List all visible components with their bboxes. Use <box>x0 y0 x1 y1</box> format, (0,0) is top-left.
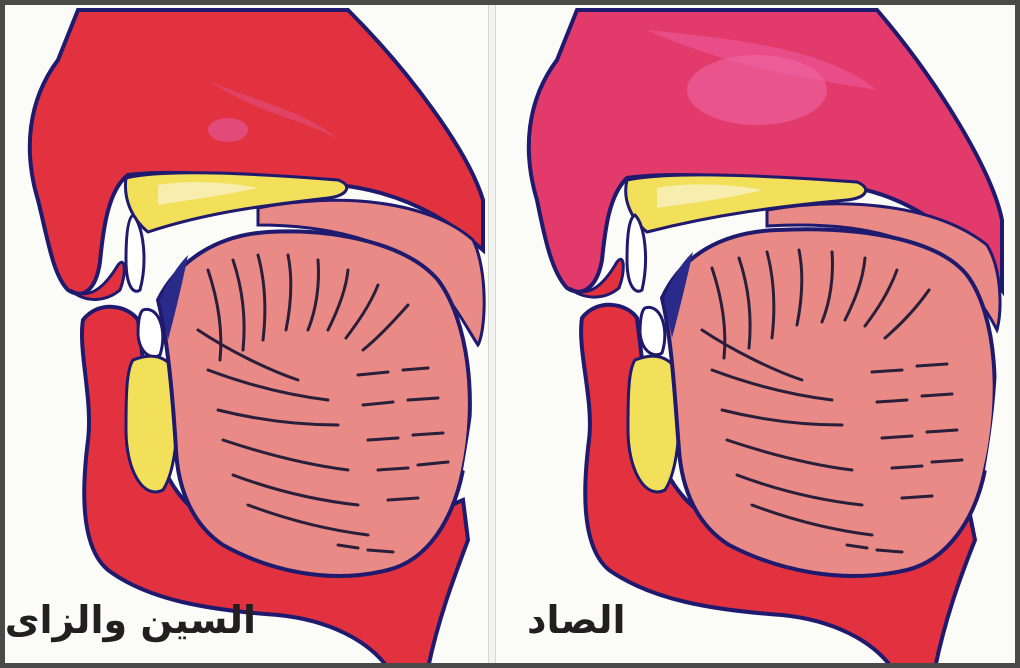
upper-teeth <box>627 215 646 291</box>
lower-teeth <box>640 307 665 354</box>
lower-teeth <box>138 309 163 356</box>
head-cross-section-seen-zay <box>8 0 488 668</box>
panel-label-saad: الصاد <box>527 598 626 642</box>
panel-saad: الصاد <box>497 0 1012 668</box>
panel-seen-zay: السين والزاى <box>8 0 488 668</box>
panel-divider <box>488 0 496 668</box>
panel-label-seen-zay: السين والزاى <box>5 598 256 642</box>
tongue <box>662 229 995 576</box>
head-cross-section-saad <box>497 0 1012 668</box>
